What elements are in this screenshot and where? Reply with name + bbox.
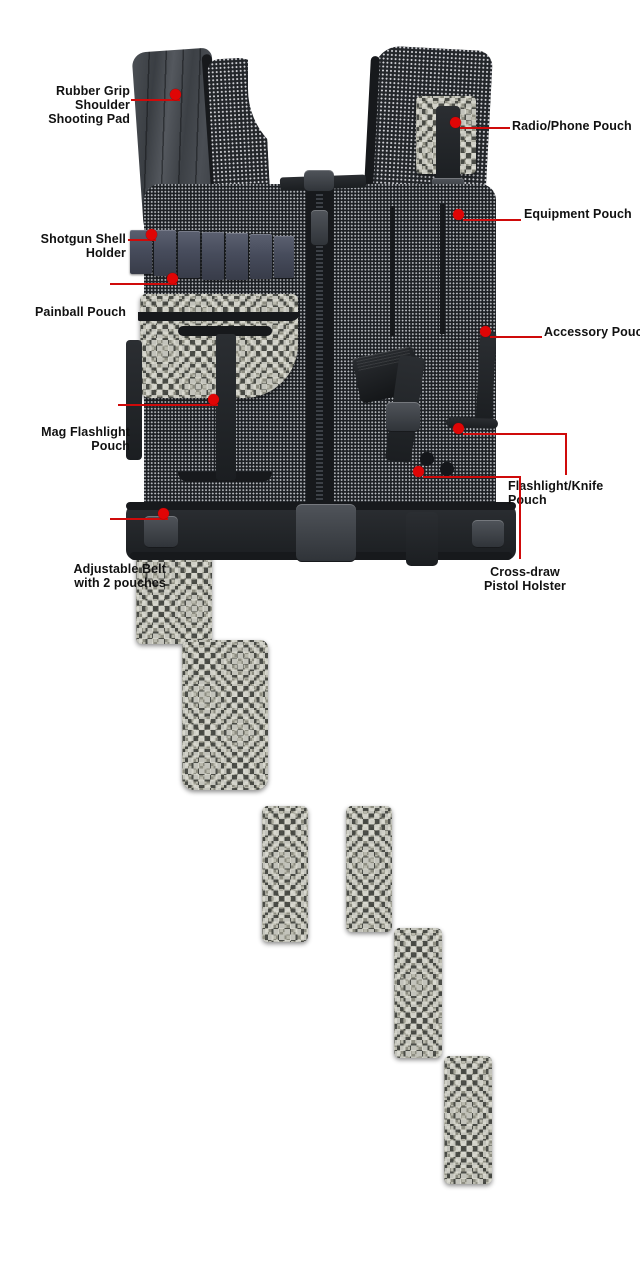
callout-dot-rubber-grip-shoulder-shooting-pad[interactable]: [170, 89, 181, 100]
callout-dot-adjustable-belt-with-2-pouches[interactable]: [158, 508, 169, 519]
belt-pouch-right-flap: [406, 512, 438, 566]
mag-flashlight-pouch-body: [182, 640, 268, 790]
leader-line-mag-flashlight-pouch: [118, 404, 218, 406]
leader-line-equipment-pouch: [463, 219, 521, 221]
mag-flashlight-pouch-edge: [178, 326, 272, 336]
leader-line-adjustable-belt-with-2-pouches: [110, 518, 168, 520]
painball-pouch-divider: [126, 340, 142, 460]
callout-label-rubber-grip-shoulder-shooting-pad: Rubber Grip Shoulder Shooting Pad: [48, 84, 130, 126]
shotgun-shell-loop: [154, 230, 176, 276]
center-zipper-teeth: [316, 186, 323, 512]
shotgun-shell-loop: [130, 230, 152, 274]
holster-mount-hole: [420, 452, 434, 466]
callout-label-painball-pouch: Painball Pouch: [35, 305, 126, 319]
shotgun-shell-loop: [202, 232, 224, 280]
equipment-pouch-body: [394, 928, 442, 1058]
equipment-pouch-body: [444, 1056, 492, 1184]
callout-dot-flashlight-knife-pouch[interactable]: [453, 423, 464, 434]
leader-line-shotgun-shell-holder: [128, 239, 156, 241]
equipment-pouch-body: [346, 806, 392, 932]
callout-dot-mag-flashlight-pouch[interactable]: [208, 394, 219, 405]
belt-pouch-right-buckle: [472, 520, 504, 548]
leader-line-radio-phone-pouch: [460, 127, 510, 129]
shotgun-shell-loop: [226, 233, 248, 280]
callout-label-adjustable-belt-with-2-pouches: Adjustable Belt with 2 pouches: [73, 562, 166, 590]
sternum-strap-buckle: [304, 170, 334, 192]
left-lower-utility-pouch: [262, 806, 308, 942]
belt-quick-release-buckle: [296, 504, 356, 562]
callout-label-equipment-pouch: Equipment Pouch: [524, 207, 632, 221]
callout-label-flashlight-knife-pouch: Flashlight/Knife Pouch: [508, 479, 604, 507]
shotgun-shell-loop: [250, 234, 272, 279]
leader-line-accessory-pouch: [490, 336, 542, 338]
leader-line-flashlight-knife-pouch: [463, 433, 567, 435]
shotgun-shell-loop: [178, 231, 200, 278]
callout-label-cross-draw-pistol-holster: Cross-draw Pistol Holster: [484, 565, 566, 593]
equipment-pouch-seam: [440, 204, 445, 334]
equipment-pouch-seam: [390, 206, 395, 336]
tactical-vest-illustration: [120, 14, 520, 1184]
leader-elbow-cross-draw-pistol-holster: [519, 476, 521, 559]
callout-dot-equipment-pouch[interactable]: [453, 209, 464, 220]
belt-pouch-left-buckle: [144, 516, 178, 548]
callout-label-shotgun-shell-holder: Shotgun Shell Holder: [40, 232, 126, 260]
leader-line-painball-pouch: [110, 283, 177, 285]
holster-retention-buckle: [386, 402, 420, 432]
shotgun-shell-loop: [274, 236, 294, 278]
holster-mount-hole: [440, 462, 454, 476]
callout-dot-painball-pouch[interactable]: [167, 273, 178, 284]
callout-dot-accessory-pouch[interactable]: [480, 326, 491, 337]
leader-elbow-flashlight-knife-pouch: [565, 433, 567, 475]
callout-label-accessory-pouch: Accessory Pouch: [544, 325, 640, 339]
callout-dot-shotgun-shell-holder[interactable]: [146, 229, 157, 240]
callout-label-radio-phone-pouch: Radio/Phone Pouch: [512, 119, 632, 133]
callout-label-mag-flashlight-pouch: Mag Flashlight Pouch: [41, 425, 130, 453]
mag-flashlight-pouch-strap: [216, 334, 236, 480]
leader-line-rubber-grip-shoulder-shooting-pad: [131, 99, 180, 101]
callout-dot-cross-draw-pistol-holster[interactable]: [413, 466, 424, 477]
leader-line-cross-draw-pistol-holster: [423, 476, 521, 478]
callout-dot-radio-phone-pouch[interactable]: [450, 117, 461, 128]
zipper-pull: [311, 210, 328, 246]
shell-holder-panel-edge: [138, 312, 300, 321]
